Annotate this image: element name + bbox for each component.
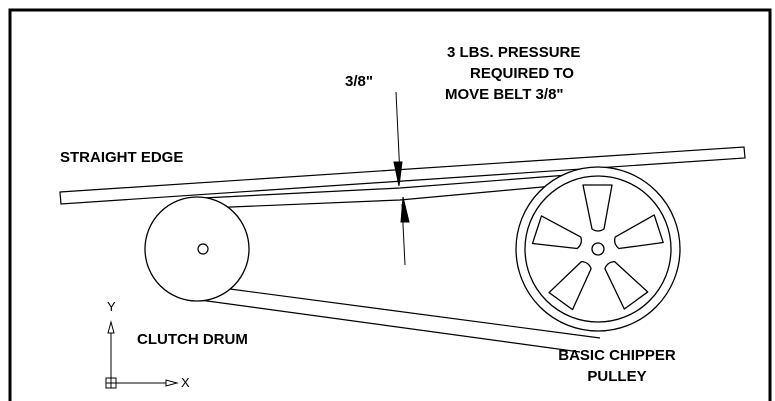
pulley-label-line-2: PULLEY <box>587 368 647 385</box>
chipper-pulley-hub <box>591 242 605 256</box>
clutch-drum <box>144 196 250 302</box>
deflection-dimension <box>393 91 410 266</box>
deflection-label: 3/8" <box>345 73 373 90</box>
pressure-note-line-3: MOVE BELT 3/8" <box>445 86 564 103</box>
ucs-icon <box>105 320 179 389</box>
clutch-drum-hub <box>197 243 209 255</box>
pressure-note-line-1: 3 LBS. PRESSURE <box>447 44 581 61</box>
straight-edge-bar <box>59 146 746 205</box>
chipper-pulley <box>515 166 681 332</box>
pulley-label-line-1: BASIC CHIPPER <box>558 347 676 364</box>
pulley-spoke-cutouts <box>531 184 664 311</box>
clutch-drum-label: CLUTCH DRUM <box>137 331 248 348</box>
pressure-note-line-2: REQUIRED TO <box>470 65 574 82</box>
drawing-frame <box>8 8 772 401</box>
straight-edge-label: STRAIGHT EDGE <box>60 149 184 166</box>
ucs-y-label: Y <box>107 299 116 314</box>
drive-belt <box>182 174 601 353</box>
ucs-x-label: X <box>181 375 190 390</box>
